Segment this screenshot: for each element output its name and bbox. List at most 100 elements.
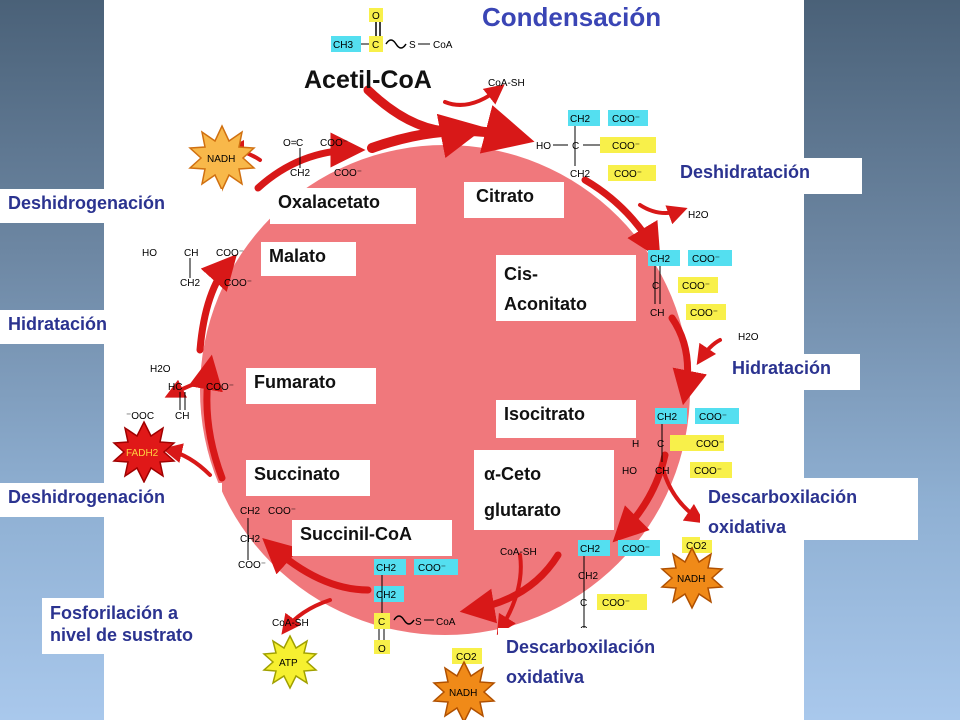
cis-aconitato-line1: Cis- [504, 264, 539, 284]
succinylcoa-coa: CoA [436, 617, 456, 628]
succinylcoa-ch2-a: CH2 [376, 563, 396, 574]
succinyl-coa-structure: CH2 COO⁻ CH2 C S CoA O CoA-SH CO2 [272, 559, 482, 664]
atp-label: ATP [279, 658, 298, 669]
cis-aconitate-structure: CH2 COO⁻ C COO⁻ CH COO⁻ H2O [648, 250, 759, 343]
descarbox-right-line2: oxidativa [708, 517, 787, 537]
coash-left: CoA-SH [272, 618, 309, 629]
h2o-2: H2O [738, 332, 759, 343]
fumarate-ooc: ⁻OOC [126, 411, 154, 422]
acetyl-s: S [409, 40, 416, 51]
citrate-ch2-a: CH2 [570, 114, 590, 125]
succinate-ch2-b: CH2 [240, 534, 260, 545]
metabolite-citrato: Citrato [464, 182, 564, 218]
step-hidratacion-right: Hidratación [718, 354, 860, 390]
aconitate-coo-c: COO⁻ [690, 308, 718, 319]
citrate-coo-a: COO⁻ [612, 114, 640, 125]
alpha-ketoglutarate-structure: CH2 COO⁻ CH2 C COO⁻ O CoA-SH CO2 [500, 537, 712, 636]
fumarate-structure: H2O HC COO⁻ ⁻OOC CH [126, 364, 234, 422]
co2-right: CO2 [686, 541, 707, 552]
isocitrate-c: C [657, 439, 664, 450]
isocitrate-coo-c: COO⁻ [694, 466, 722, 477]
citrate-ho: HO [536, 141, 551, 152]
malate-coo-b: COO⁻ [224, 278, 252, 289]
acetil-coa-label: Acetil-CoA [304, 66, 432, 94]
fosforilacion-line1: Fosforilación a [50, 603, 179, 623]
oxaloacetate-c: C [296, 138, 303, 149]
fadh2-star: FADH2 [112, 420, 176, 484]
malate-structure: HO CH COO⁻ CH2 COO⁻ [142, 248, 252, 289]
coash-right: CoA-SH [500, 547, 537, 558]
citrate-structure: CH2 COO⁻ HO C COO⁻ CH2 COO⁻ H2O [536, 110, 709, 221]
descarbox-bottom-line1: Descarboxilación [506, 637, 656, 657]
step-fosforilacion: Fosforilación a nivel de sustrato [42, 598, 242, 654]
h2o-1: H2O [688, 210, 709, 221]
isocitrate-ch: CH [655, 466, 669, 477]
isocitrate-ho: HO [622, 466, 637, 477]
succinate-structure: CH2 COO⁻ CH2 COO⁻ [238, 506, 296, 571]
nadh-star-bottom: NADH [432, 660, 496, 720]
oxaloacetate-coo-b: COO⁻ [334, 168, 362, 179]
malate-ch: CH [184, 248, 198, 259]
co2-bottom: CO2 [456, 652, 477, 663]
fadh2-label: FADH2 [126, 448, 159, 459]
akg-coo-b: COO⁻ [602, 598, 630, 609]
isocitrate-coo-a: COO⁻ [699, 412, 727, 423]
metabolite-fumarato: Fumarato [246, 368, 376, 404]
ceto-line2: glutarato [484, 500, 562, 520]
step-deshidratacion: Deshidratación [672, 158, 862, 194]
cycle-arrows [188, 85, 707, 624]
cis-aconitato-line2: Aconitato [504, 294, 587, 314]
step-deshidrogenacion-top: Deshidrogenación [0, 189, 222, 223]
acetyl-c: C [372, 40, 379, 51]
oxaloacetate-ch2: CH2 [290, 168, 310, 179]
akg-coo-a: COO⁻ [622, 544, 650, 555]
aconitate-ch2: CH2 [650, 254, 670, 265]
ceto-line1: α-Ceto [484, 464, 542, 484]
step-descarboxilacion-bottom: Descarboxilación oxidativa [498, 628, 712, 690]
succinate-coo-a: COO⁻ [268, 506, 296, 517]
malate-ho: HO [142, 248, 157, 259]
akg-c: C [580, 598, 587, 609]
fumarate-hc: HC [168, 382, 182, 393]
acetyl-ch3: CH3 [333, 40, 353, 51]
metabolite-cis-aconitato: Cis- Aconitato [496, 255, 636, 321]
metabolite-isocitrato: Isocitrato [496, 400, 636, 438]
oxaloacetate-structure: O= C COO⁻ CH2 COO⁻ [283, 138, 362, 179]
citrate-ch2-b: CH2 [570, 169, 590, 180]
aconitate-coo-a: COO⁻ [692, 254, 720, 265]
akg-ch2-a: CH2 [580, 544, 600, 555]
title-condensacion: Condensación [472, 0, 692, 40]
metabolite-alfa-cetoglutarato: α-Ceto glutarato [474, 450, 614, 530]
step-hidratacion-left: Hidratación [0, 310, 140, 344]
nadh-label-top: NADH [207, 154, 235, 165]
malate-coo-a: COO⁻ [216, 248, 244, 259]
metabolite-oxalacetato: Oxalacetato [270, 188, 416, 224]
succinate-ch2-a: CH2 [240, 506, 260, 517]
succinylcoa-s: S [415, 617, 422, 628]
aconitate-ch: CH [650, 308, 664, 319]
h2o-left: H2O [150, 364, 171, 375]
acetyl-coa-text: CoA [433, 40, 453, 51]
acetyl-coa-structure: O CH3 C S CoA CoA-SH [331, 8, 525, 89]
coash-top: CoA-SH [488, 78, 525, 89]
oxaloacetate-coo-a: COO⁻ [320, 138, 348, 149]
isocitrate-coo-b: COO⁻ [696, 439, 724, 450]
step-descarboxilacion-right: Descarboxilación oxidativa [700, 478, 918, 540]
akg-ch2-b: CH2 [578, 571, 598, 582]
descarbox-bottom-line2: oxidativa [506, 667, 585, 687]
citrate-coo-b: COO⁻ [612, 141, 640, 152]
aconitate-coo-b: COO⁻ [682, 281, 710, 292]
fumarate-coo: COO⁻ [206, 382, 234, 393]
isocitrate-structure: CH2 COO⁻ H C COO⁻ HO CH COO⁻ [622, 408, 739, 478]
fosforilacion-line2: nivel de sustrato [50, 625, 194, 645]
succinylcoa-c: C [378, 617, 385, 628]
oxaloacetate-o-dbl: O= [283, 138, 297, 149]
atp-star: ATP [262, 634, 318, 690]
citrate-coo-c: COO⁻ [614, 169, 642, 180]
metabolite-malato: Malato [261, 242, 356, 276]
succinylcoa-coo: COO⁻ [418, 563, 446, 574]
nadh-star-right: NADH [660, 546, 724, 610]
succinylcoa-o: O [378, 644, 386, 655]
isocitrate-ch2: CH2 [657, 412, 677, 423]
descarbox-right-line1: Descarboxilación [708, 487, 858, 507]
